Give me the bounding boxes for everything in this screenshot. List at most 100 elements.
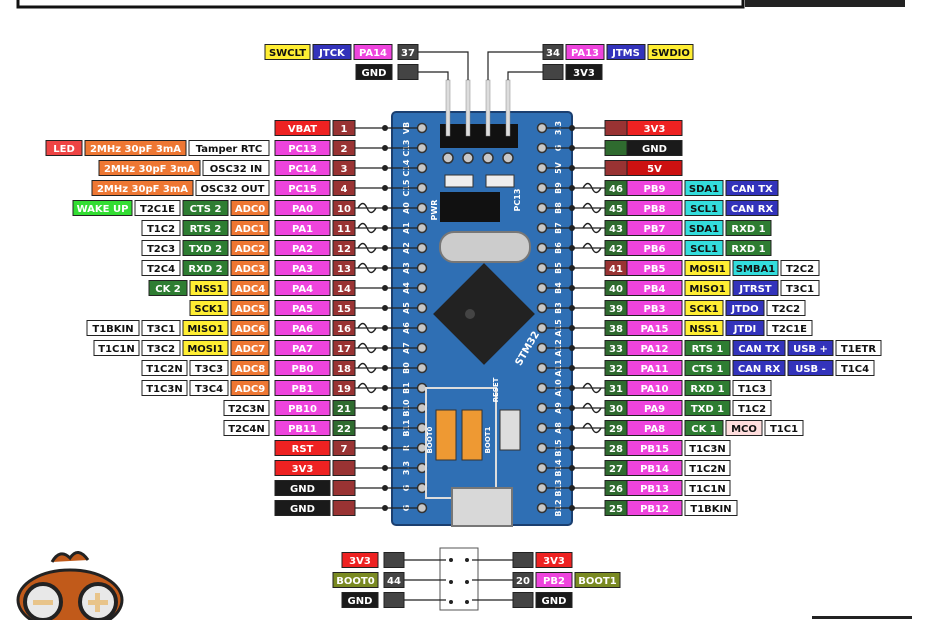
alt-function-label: MOSI1	[187, 344, 223, 355]
top-pin-label-box	[353, 44, 393, 60]
alt-function-label: T2C3N	[228, 404, 264, 415]
alt-function-label: ADC2	[235, 244, 265, 255]
pin-label-pa0: PA0	[292, 204, 313, 215]
alt-function-label-box	[230, 380, 270, 396]
pin-label-pb6-box	[626, 240, 683, 256]
alt-function-label-box	[787, 360, 834, 376]
alt-function-label-box	[202, 160, 270, 176]
alt-function-label: T3C2	[147, 344, 175, 355]
alt-function-label: SCL1	[690, 204, 718, 215]
pin-number: 34	[546, 48, 560, 59]
pin-label-pb8: PB8	[644, 204, 666, 215]
pin-label-gnd-box	[626, 140, 683, 156]
alt-function-label: SCK1	[194, 304, 223, 315]
alt-function-label: USB -	[795, 364, 826, 375]
top-frame	[16, 0, 745, 9]
connector-dot	[382, 185, 388, 191]
alt-function-label: T1BKIN	[92, 324, 133, 335]
alt-function-label: T2C2	[772, 304, 800, 315]
pin-number: 11	[337, 224, 351, 235]
alt-function-label: RTS 1	[692, 344, 724, 355]
pwm-wave-icon	[582, 382, 602, 394]
pin-label-pa2: PA2	[292, 244, 313, 255]
header-pin-right	[536, 362, 548, 374]
connector-dot	[382, 425, 388, 431]
pin-number-box	[332, 320, 356, 336]
alt-function-label: USB +	[793, 344, 828, 355]
pin-number: 17	[337, 344, 351, 355]
pin-number: 14	[337, 284, 351, 295]
header-pin-right	[536, 422, 548, 434]
alt-function-label: MISO1	[689, 284, 725, 295]
connector-dot	[382, 225, 388, 231]
top-pin-label-box	[264, 44, 311, 60]
pin-label-pc15-box	[274, 180, 331, 196]
connector-dot	[382, 325, 388, 331]
alt-function-label: T1BKIN	[690, 504, 731, 515]
alt-function-label-box	[189, 280, 229, 296]
alt-function-label: SCL1	[690, 244, 718, 255]
pin-label-pb13: PB13	[640, 484, 669, 495]
pin-number-box	[332, 480, 356, 496]
alt-function-label: T1C2	[147, 224, 175, 235]
boot-header-pin	[449, 600, 453, 604]
alt-function-label-box	[182, 320, 229, 336]
pin-number-box	[332, 460, 356, 476]
alt-function-label: SDA1	[689, 224, 719, 235]
alt-function-label: MCO	[731, 424, 757, 435]
pin-label-pa12-box	[626, 340, 683, 356]
alt-function-label-box	[84, 140, 187, 156]
alt-function-label: T3C3	[195, 364, 223, 375]
alt-function-label: T2C2	[786, 264, 814, 275]
alt-function-label-box	[182, 340, 229, 356]
top-frame-dark	[745, 0, 905, 7]
pin-label-pb0-box	[274, 360, 331, 376]
pin-label-pa6-box	[274, 320, 331, 336]
alt-function-label: T1C2N	[689, 464, 725, 475]
alt-function-label: ADC5	[235, 304, 265, 315]
header-pin-right	[536, 182, 548, 194]
connector-line	[418, 51, 469, 80]
pin-label-pb10-box	[274, 400, 331, 416]
pin-label-gnd: GND	[290, 484, 315, 495]
pin-number: 28	[609, 444, 623, 455]
alt-function-label: ADC6	[235, 324, 265, 335]
alt-function-label-box	[725, 180, 779, 196]
alt-function-label: CK 2	[155, 284, 181, 295]
top-pin-label-box	[565, 44, 605, 60]
pin-label-pa9: PA9	[644, 404, 665, 415]
boot-pin-label: GND	[348, 596, 373, 607]
pin-label-pa12: PA12	[640, 344, 668, 355]
alt-function-label-box	[835, 340, 882, 356]
alt-function-label-box	[732, 280, 779, 296]
pin-number: 16	[337, 324, 351, 335]
pin-number: 39	[609, 304, 623, 315]
connector-dot	[382, 145, 388, 151]
alt-function-label-box	[230, 340, 270, 356]
boot-pin-label: 3V3	[543, 556, 565, 567]
alt-function-label-box	[188, 140, 270, 156]
connector-dot	[382, 205, 388, 211]
alt-function-label: T2C4N	[228, 424, 264, 435]
alt-function-label-box	[189, 360, 229, 376]
header-pin-right	[536, 142, 548, 154]
header-pin-right	[536, 502, 548, 514]
alt-function-label-box	[684, 200, 724, 216]
pin-number: 2	[341, 144, 348, 155]
pin-label-pb3-box	[626, 300, 683, 316]
pin-label-pb7-box	[626, 220, 683, 236]
pin-label-3v3: 3V3	[644, 124, 666, 135]
swd-pin	[445, 79, 451, 137]
pin-label-pa0-box	[274, 200, 331, 216]
swd-hole	[462, 152, 474, 164]
pin-label-pa1: PA1	[292, 224, 313, 235]
pin-number: 37	[401, 48, 415, 59]
pin-number: 44	[387, 576, 401, 587]
alt-function-label: T3C1	[147, 324, 175, 335]
pin-number-box	[332, 120, 356, 136]
top-pin-label: SWCLT	[269, 48, 306, 59]
pin-number: 26	[609, 484, 623, 495]
pin-number: 27	[609, 464, 623, 475]
alt-function-label-box	[684, 280, 731, 296]
